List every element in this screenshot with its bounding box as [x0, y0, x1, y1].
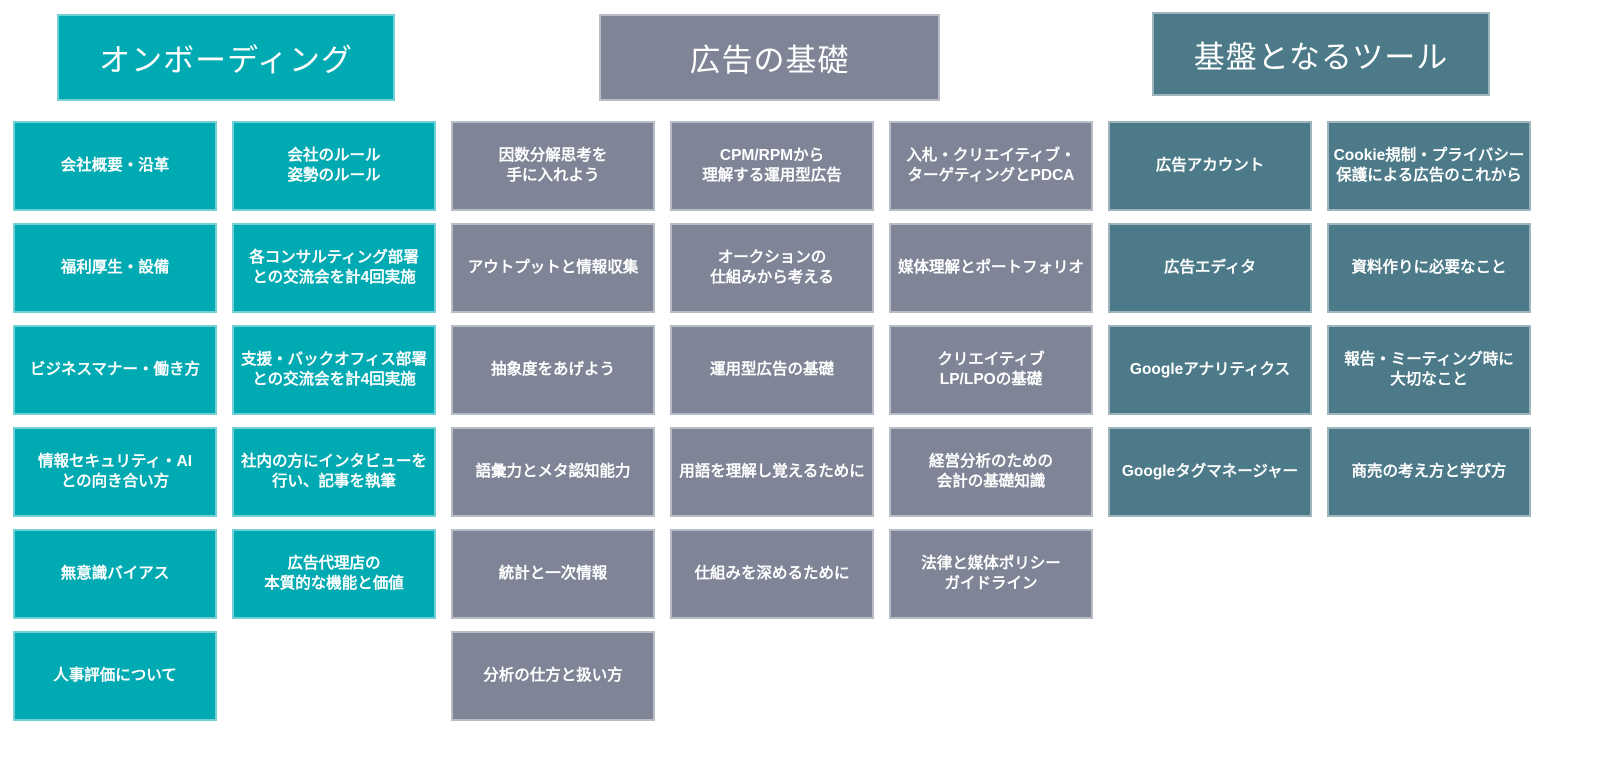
- topic-card: 社内の方にインタビューを 行い、記事を執筆: [232, 427, 436, 517]
- topic-card: Cookie規制・プライバシー 保護による広告のこれから: [1327, 121, 1531, 211]
- topic-card: 広告アカウント: [1108, 121, 1312, 211]
- topic-card: 運用型広告の基礎: [670, 325, 874, 415]
- topic-card: 会社のルール 姿勢のルール: [232, 121, 436, 211]
- group-header-onboarding: オンボーディング: [57, 14, 395, 101]
- topic-card: Googleアナリティクス: [1108, 325, 1312, 415]
- topic-card: 支援・バックオフィス部署 との交流会を計4回実施: [232, 325, 436, 415]
- topic-card: 会社概要・沿革: [13, 121, 217, 211]
- topic-card: Googleタグマネージャー: [1108, 427, 1312, 517]
- topic-card: 抽象度をあげよう: [451, 325, 655, 415]
- topic-card: CPM/RPMから 理解する運用型広告: [670, 121, 874, 211]
- topic-card: 語彙力とメタ認知能力: [451, 427, 655, 517]
- group-header-foundation-tools: 基盤となるツール: [1152, 12, 1490, 96]
- topic-card: 仕組みを深めるために: [670, 529, 874, 619]
- topic-card: 情報セキュリティ・AI との向き合い方: [13, 427, 217, 517]
- topic-card: 各コンサルティング部署 との交流会を計4回実施: [232, 223, 436, 313]
- topic-card: 分析の仕方と扱い方: [451, 631, 655, 721]
- topic-card: 広告エディタ: [1108, 223, 1312, 313]
- topic-card: 資料作りに必要なこと: [1327, 223, 1531, 313]
- topic-card: 因数分解思考を 手に入れよう: [451, 121, 655, 211]
- topic-card: 用語を理解し覚えるために: [670, 427, 874, 517]
- topic-card: 人事評価について: [13, 631, 217, 721]
- topic-card: 統計と一次情報: [451, 529, 655, 619]
- topic-card: 法律と媒体ポリシー ガイドライン: [889, 529, 1093, 619]
- topic-card: 商売の考え方と学び方: [1327, 427, 1531, 517]
- topic-card: ビジネスマナー・働き方: [13, 325, 217, 415]
- topic-card: 無意識バイアス: [13, 529, 217, 619]
- topic-card: 媒体理解とポートフォリオ: [889, 223, 1093, 313]
- topic-card: 入札・クリエイティブ・ ターゲティングとPDCA: [889, 121, 1093, 211]
- topic-card: 広告代理店の 本質的な機能と価値: [232, 529, 436, 619]
- topic-card: 経営分析のための 会計の基礎知識: [889, 427, 1093, 517]
- topic-card: 福利厚生・設備: [13, 223, 217, 313]
- topic-card: クリエイティブ LP/LPOの基礎: [889, 325, 1093, 415]
- topic-card: 報告・ミーティング時に 大切なこと: [1327, 325, 1531, 415]
- topic-card: オークションの 仕組みから考える: [670, 223, 874, 313]
- group-header-ad-basics: 広告の基礎: [599, 14, 940, 101]
- topic-card: アウトプットと情報収集: [451, 223, 655, 313]
